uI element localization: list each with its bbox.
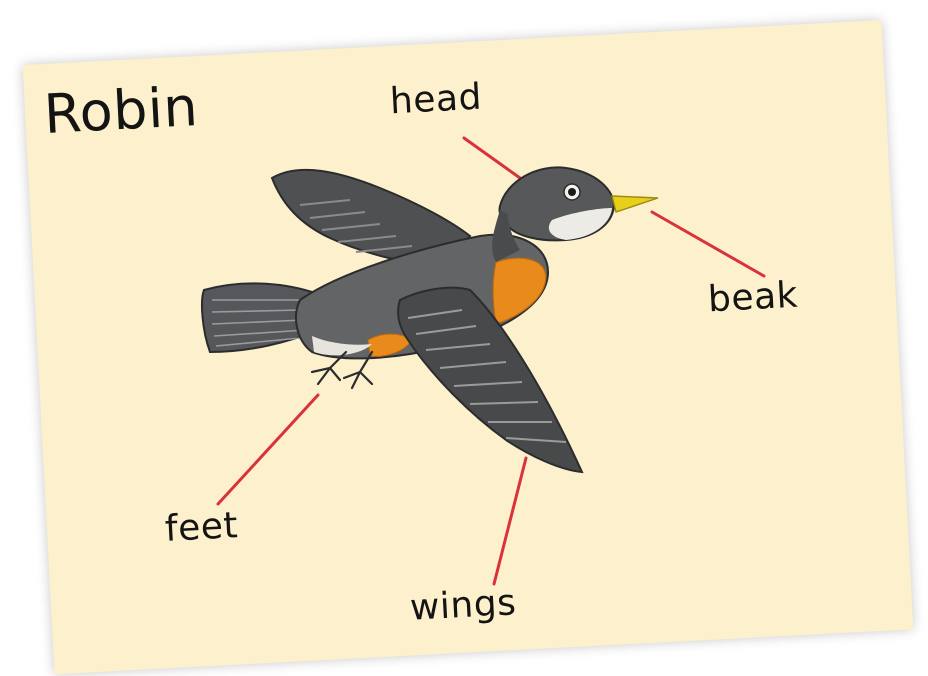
head-label: head [389, 80, 483, 121]
feet-label: feet [164, 508, 239, 548]
beak-pointer-line [652, 212, 764, 276]
front-wing [398, 288, 582, 472]
beak [612, 196, 658, 212]
beak-label: beak [707, 278, 799, 319]
head-pointer-line [464, 138, 520, 178]
head [492, 167, 658, 262]
wings-label: wings [409, 585, 517, 627]
diagram-title: Robin [43, 80, 200, 142]
wings-pointer-line [494, 458, 526, 584]
feet-pointer-line [218, 395, 318, 504]
